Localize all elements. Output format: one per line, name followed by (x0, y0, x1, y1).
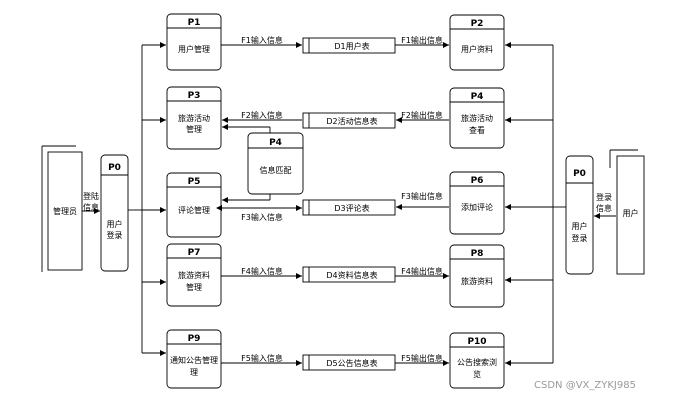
process-p4-match-id: P4 (269, 138, 282, 148)
process-p4-view-shape (449, 87, 505, 149)
process-p3-name-2: 管理 (186, 124, 202, 134)
process-p7-name-2: 管理 (186, 282, 202, 292)
process-p7-name-1: 旅游资料 (178, 270, 210, 280)
process-p10-shape (449, 332, 505, 389)
store-d1-shape (302, 37, 396, 54)
flow-f1-out-label: F1输出信息 (401, 35, 443, 45)
process-p0-right-name-2: 登录 (572, 233, 588, 243)
store-d1-label: D1用户表 (334, 41, 369, 51)
process-p2-id: P2 (471, 19, 484, 29)
process-p10-name-2: 览 (473, 369, 481, 379)
watermark-text: CSDN @VX_ZYKJ985 (534, 380, 636, 391)
store-d5-shape (302, 354, 396, 371)
process-p0-left-id: P0 (108, 163, 121, 173)
store-d3-shape (302, 199, 396, 216)
flow-login-left-label-1: 登陆 (83, 191, 99, 201)
process-p9-id: P9 (188, 334, 201, 344)
process-p1-id: P1 (188, 18, 201, 28)
store-d4-label: D4资料信息表 (326, 270, 377, 280)
store-d5-label: D5公告信息表 (326, 358, 377, 368)
flow-f4-in-label: F4输入信息 (241, 266, 283, 276)
process-p0-left-name-1: 用户 (107, 219, 123, 229)
process-p0-left-name-2: 登录 (107, 230, 123, 240)
process-p10-name-1: 公告搜索浏 (457, 357, 497, 367)
process-p9-name-2: 理 (190, 368, 198, 377)
process-p5-name: 评论管理 (178, 205, 210, 215)
process-p3-name-1: 旅游活动 (178, 113, 210, 123)
flow-login-left-label-2: 信息 (83, 202, 99, 212)
process-p0-left-shape (100, 154, 129, 272)
process-p6-shape (449, 171, 505, 235)
process-p10-id: P10 (467, 337, 486, 347)
process-p0-right-name-1: 用户 (572, 221, 588, 231)
process-p7-shape (166, 243, 222, 307)
process-p4-match-shape (247, 132, 304, 195)
entity-user-label: 用户 (623, 208, 639, 218)
process-p5-id: P5 (188, 177, 201, 187)
process-p2-shape (449, 14, 505, 71)
process-p7-id: P7 (188, 248, 201, 258)
process-p3-id: P3 (188, 91, 201, 101)
process-p9-shape (166, 329, 222, 389)
store-d2-label: D2活动信息表 (326, 116, 377, 126)
flow-f3-out-label: F3输出信息 (401, 191, 443, 201)
store-d3-label: D3评论表 (334, 203, 369, 213)
process-p8-id: P8 (471, 249, 484, 259)
flow-login-right-label-2: 信息 (596, 203, 612, 213)
flow-f4-out-label: F4输出信息 (401, 266, 443, 276)
process-p2-name: 用户资料 (461, 44, 493, 54)
flow-f2-in-label: F2输入信息 (241, 110, 283, 120)
flow-f3-in-label: F3输入信息 (241, 212, 283, 222)
flow-login-right-label-1: 登录 (596, 192, 612, 202)
process-p6-name: 添加评论 (461, 202, 493, 212)
flow-f1-in-label: F1输入信息 (241, 35, 283, 45)
entity-user-shape (609, 149, 645, 275)
process-p8-shape (449, 244, 505, 308)
flow-f5-out-label: F5输出信息 (401, 353, 443, 363)
process-p0-right-id: P0 (573, 169, 586, 179)
store-d2-shape (302, 112, 396, 129)
process-p4-view-name-1: 旅游活动 (461, 113, 493, 123)
process-p3-shape (166, 86, 222, 150)
store-d4-shape (302, 266, 396, 283)
process-p0-right-shape (565, 155, 594, 275)
flow-f2-out-label: F2输出信息 (401, 110, 443, 120)
process-p9-name-1: 通知公告管理 (170, 355, 218, 365)
process-p4-match-name: 信息匹配 (260, 165, 292, 175)
process-p6-id: P6 (471, 176, 484, 186)
process-p1-name: 用户管理 (178, 44, 210, 54)
process-p8-name: 旅游资料 (461, 276, 493, 286)
process-p4-view-id: P4 (471, 92, 484, 102)
flow-f5-in-label: F5输入信息 (241, 353, 283, 363)
process-p4-view-name-2: 查看 (469, 125, 485, 135)
process-p1-shape (166, 13, 222, 71)
entity-admin-label: 管理员 (53, 206, 77, 216)
